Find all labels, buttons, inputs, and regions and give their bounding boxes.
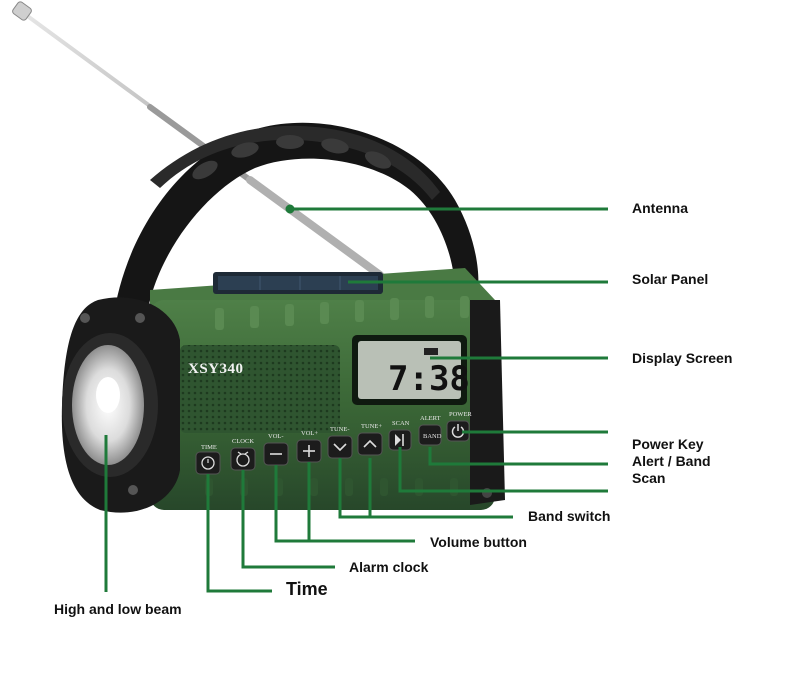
button-label-alert: ALERT bbox=[420, 415, 441, 422]
label-time: Time bbox=[286, 579, 328, 599]
brand-logo: XSY340 bbox=[188, 361, 244, 377]
label-solar-panel: Solar Panel bbox=[632, 271, 709, 287]
leader-scan bbox=[398, 447, 608, 493]
leader-alarm bbox=[241, 470, 335, 569]
button-label-power: POWER bbox=[449, 411, 472, 418]
clock-icon bbox=[201, 456, 215, 470]
label-volume-button: Volume button bbox=[430, 534, 527, 550]
button-label-clock: CLOCK bbox=[232, 438, 254, 445]
button-label-vol-plus: VOL+ bbox=[301, 430, 318, 437]
speaker-grill bbox=[180, 345, 340, 433]
tune-minus-button[interactable] bbox=[327, 435, 353, 459]
play-pause-icon bbox=[395, 434, 404, 446]
button-label-tune-minus: TUNE- bbox=[330, 426, 350, 433]
label-antenna: Antenna bbox=[632, 200, 688, 216]
antenna bbox=[12, 1, 384, 279]
display-screen: 7:38 bbox=[352, 335, 470, 405]
handle-strap bbox=[112, 122, 479, 331]
leader-alert bbox=[428, 447, 608, 466]
label-alarm-clock: Alarm clock bbox=[349, 559, 429, 575]
plus-icon bbox=[303, 445, 315, 457]
leader-lines bbox=[104, 204, 608, 593]
button-label-time: TIME bbox=[201, 444, 217, 451]
tune-plus-button[interactable] bbox=[357, 432, 383, 456]
alert-band-button[interactable] bbox=[418, 424, 442, 446]
label-alert-band: Alert / Band bbox=[632, 453, 711, 469]
chevron-up-icon bbox=[363, 439, 377, 448]
label-scan: Scan bbox=[632, 470, 666, 486]
label-high-low-beam: High and low beam bbox=[54, 601, 182, 617]
label-power-key: Power Key bbox=[632, 436, 704, 452]
chevron-down-icon bbox=[333, 443, 347, 452]
display-time: 7:38 bbox=[388, 359, 470, 399]
label-band-switch: Band switch bbox=[528, 508, 611, 524]
alarm-icon bbox=[236, 453, 250, 467]
button-label-tune-plus: TUNE+ bbox=[361, 423, 382, 430]
button-label-vol-minus: VOL- bbox=[268, 433, 284, 440]
band-text: BAND bbox=[423, 433, 442, 440]
power-icon bbox=[451, 424, 465, 438]
flashlight bbox=[61, 297, 180, 513]
right-bumper bbox=[470, 300, 505, 505]
clock-button[interactable] bbox=[230, 447, 256, 471]
button-row: TIME CLOCK VOL- VOL+ TUNE- TUNE+ SCAN AL… bbox=[195, 411, 472, 475]
button-label-scan: SCAN bbox=[392, 420, 410, 427]
leader-time bbox=[206, 474, 272, 593]
label-display-screen: Display Screen bbox=[632, 350, 733, 366]
